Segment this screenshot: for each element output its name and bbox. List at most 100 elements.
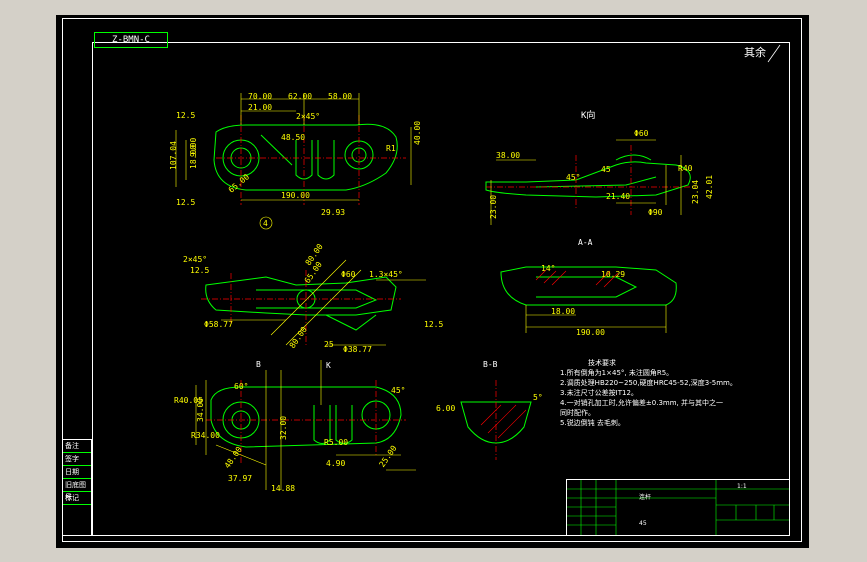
dim-58: 58.00 (328, 92, 352, 101)
radius-r34: R34.00 (191, 431, 220, 440)
section-b-marker: B (256, 360, 261, 369)
roughness-front-3: 25 (324, 340, 334, 349)
scale: 1:1 (737, 483, 747, 490)
dim-9: 9.00 (189, 138, 198, 157)
front-view-dimensions (221, 259, 426, 346)
radius-r1: R1 (386, 144, 396, 153)
dim-70: 70.00 (248, 92, 272, 101)
k-view-centerlines (486, 145, 696, 215)
revision-strip: 备注 签字 日期 旧底图号 标记 (62, 439, 92, 536)
dim-62: 62.00 (288, 92, 312, 101)
section-aa-view (500, 266, 677, 306)
section-aa-title: A-A (578, 238, 593, 247)
note-line: 4.一对销孔加工时,允许偏差±0.3mm, 并与其中之一 (560, 399, 723, 407)
dim-21-40: 21.40 (606, 192, 630, 201)
material: 45 (639, 520, 647, 527)
front-view-labels: 2×45° 12.5 Φ60 Φ58.77 65.00 80.00 80.00 … (183, 242, 443, 354)
notes-title: 技术要求 (588, 359, 616, 367)
note-line: 5.锐边倒钝 去毛刺。 (560, 419, 625, 427)
section-aa-hatch (535, 269, 619, 288)
angle-14: 14° (541, 264, 555, 273)
angle-45-bottom: 45° (391, 386, 405, 395)
dim-14-88: 14.88 (271, 484, 295, 493)
angle-5: 5° (533, 393, 543, 402)
dim-32: 32.00 (279, 416, 288, 440)
dim-190-aa: 190.00 (576, 328, 605, 337)
dim-40: 40.00 (413, 121, 422, 145)
title-block-grid (566, 479, 790, 536)
dim-38: 38.00 (496, 151, 520, 160)
k-view (485, 154, 691, 198)
surface-finish-note: 其余 (744, 46, 766, 59)
dim-29-93: 29.93 (321, 208, 345, 217)
dim-phi60-front: Φ60 (341, 270, 356, 279)
strip-cell: 签字 (63, 453, 91, 466)
front-view-centerlines (201, 270, 401, 345)
section-bb-title: B-B (483, 360, 498, 369)
bottom-view-centerlines (206, 380, 406, 465)
drawing-code-box: Z-BMN-C (94, 32, 168, 48)
k-view-labels: K向 Φ60 38.00 45° 45 R40 21.40 Φ90 23.04 … (489, 109, 714, 219)
chamfer-front-2: 1.3×45° (369, 270, 403, 279)
top-view-centerlines (216, 115, 406, 205)
dim-107: 107.04 (169, 141, 178, 170)
dim-phi58-77: Φ58.77 (204, 320, 233, 329)
strip-cell: 旧底图号 (63, 479, 91, 501)
section-bb-hatch (480, 404, 527, 439)
k-view-dimensions (490, 139, 682, 225)
dim-phi90: Φ90 (648, 208, 663, 217)
view-k-marker: K (326, 361, 331, 370)
dim-18: 18.00 (189, 145, 198, 169)
title-block: 连杆 45 1:1 (566, 479, 790, 536)
section-aa-labels: A-A 14° 10.29 18.00 190.00 (541, 238, 625, 337)
dim-34: 34.00 (196, 398, 205, 422)
radius-r40-05: R40.05 (174, 396, 203, 405)
dim-48-50: 48.50 (281, 133, 305, 142)
dim-21: 21.00 (248, 103, 272, 112)
part-name: 连杆 (639, 494, 652, 501)
chamfer-front: 2×45° (183, 255, 207, 264)
angle-45: 45 (601, 165, 611, 174)
bottom-view-dimensions (195, 360, 416, 490)
roughness-front: 12.5 (190, 266, 209, 275)
dim-42-01: 42.01 (705, 175, 714, 199)
dim-23-04: 23.04 (691, 180, 700, 204)
dim-190: 190.00 (281, 191, 310, 200)
section-marker: 4 (263, 219, 268, 228)
k-view-title: K向 (581, 109, 595, 121)
note-line: 1.所有倒角为1×45°, 未注圆角R5。 (560, 369, 674, 377)
section-aa-dimensions (525, 305, 667, 333)
radius-r5: R5.00 (324, 438, 348, 447)
drawing-frame (92, 42, 790, 536)
drawing-canvas: 70.00 62.00 58.00 21.00 2×45° 12.5 48.50… (169, 44, 790, 536)
strip-cell: 日期 (63, 466, 91, 479)
angle-60: 60° (234, 382, 248, 391)
roughness-front-2: 12.5 (424, 320, 443, 329)
dim-6: 6.00 (436, 404, 455, 413)
bottom-view-labels: R40.05 60° 34.00 R34.00 45° R5.00 48.00 … (174, 360, 405, 493)
bottom-view (210, 386, 402, 448)
strip-cell: 标记 (63, 492, 91, 505)
front-view (205, 276, 397, 331)
dim-10-29: 10.29 (601, 270, 625, 279)
dim-25: 25.00 (377, 444, 398, 469)
sheet-border (62, 18, 802, 542)
note-line: 同时配作。 (560, 409, 595, 417)
note-line: 3.未注尺寸公差按IT12。 (560, 389, 638, 397)
dim-phi60: Φ60 (634, 129, 649, 138)
top-view-dimensions (175, 93, 412, 230)
chamfer-top: 2×45° (296, 112, 320, 121)
dim-23: 23.00 (489, 195, 498, 219)
radius-r40-k: R40 (678, 164, 693, 173)
roughness-bottom: 12.5 (176, 198, 195, 207)
angle-45-left: 45° (566, 173, 580, 182)
dim-phi38-77: Φ38.77 (343, 345, 372, 354)
dim-4-90: 4.90 (326, 459, 345, 468)
roughness-top: 12.5 (176, 111, 195, 120)
strip-cell: 备注 (63, 440, 91, 453)
dim-37-97: 37.97 (228, 474, 252, 483)
cad-viewport[interactable]: Z-BMN-C 其余 (56, 15, 809, 548)
section-bb-labels: B-B 6.00 5° (436, 360, 543, 413)
dim-18-aa: 18.00 (551, 307, 575, 316)
note-line: 2.调质处理HB220~250,硬度HRC45-52,深度3-5mm。 (560, 379, 737, 387)
